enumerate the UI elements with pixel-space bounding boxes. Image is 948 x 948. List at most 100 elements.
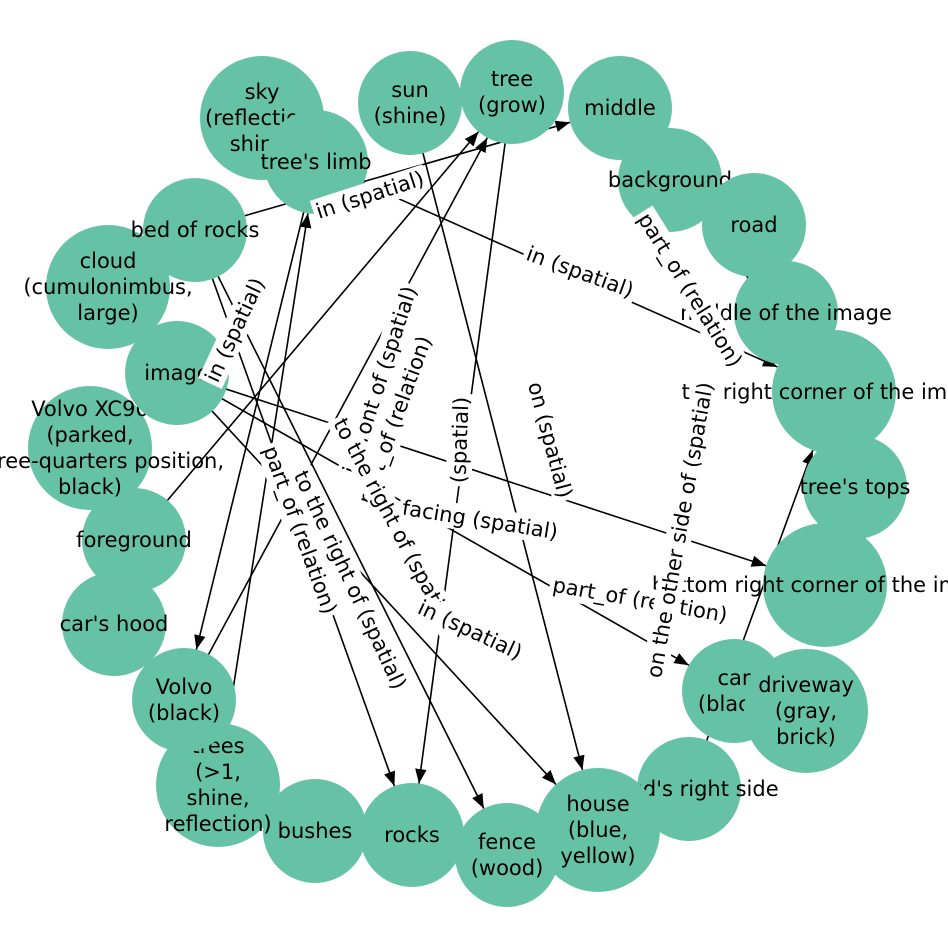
node-label: yellow) xyxy=(560,844,635,868)
node-background: background xyxy=(608,128,732,232)
node-label: tree xyxy=(491,67,533,91)
edge-label-bg xyxy=(629,205,750,375)
edge-label-bg xyxy=(640,377,720,683)
edge-label-bg xyxy=(410,593,530,667)
node-cloud: cloud(cumulonimbus,large) xyxy=(23,225,193,349)
node-circle xyxy=(46,225,170,349)
node-label: tree's tops xyxy=(800,475,911,499)
edge-labels-layer: in (spatial)in (spatial)part_of (relatio… xyxy=(198,164,750,697)
edge-label-bg xyxy=(521,376,579,504)
edge-foreground-tree xyxy=(133,131,480,541)
node-label: rocks xyxy=(384,823,440,847)
node-label: car's hood xyxy=(60,612,169,636)
node-bed_of_rocks: bed of rocks xyxy=(131,178,259,282)
node-label: sun xyxy=(391,78,429,102)
node-label: tree's limb xyxy=(260,150,371,174)
edge-label-bg xyxy=(255,439,344,621)
node-label: bottom right corner of the image xyxy=(652,573,948,597)
node-foreground: foreground xyxy=(76,488,192,592)
node-label: (shine) xyxy=(374,104,447,128)
node-circle xyxy=(62,572,166,676)
edge-label-bg xyxy=(445,393,475,487)
node-fence: fence(wood) xyxy=(455,803,559,907)
node-house: house(blue,yellow) xyxy=(536,768,660,892)
node-circle xyxy=(763,523,887,647)
node-label: road xyxy=(730,213,777,237)
node-label: Volvo XC90 xyxy=(31,397,149,421)
node-label: car xyxy=(717,666,750,690)
edge-label-text: in (spatial) xyxy=(414,595,526,664)
node-circle xyxy=(618,128,722,232)
edge-label-bg xyxy=(326,411,464,639)
node-label: black) xyxy=(58,475,122,499)
edge-trees_limb-volvo xyxy=(194,161,317,650)
node-label: reflection) xyxy=(164,812,271,836)
node-label: (parked, xyxy=(46,423,133,447)
edge-label: on the other side of (spatial) xyxy=(640,377,720,683)
node-label: fence xyxy=(478,830,536,854)
node-road: road xyxy=(702,173,806,277)
node-circle xyxy=(803,435,907,539)
node-circle xyxy=(156,723,280,847)
node-sun: sun(shine) xyxy=(358,51,462,155)
node-image: image xyxy=(125,321,229,425)
node-label: top right corner of the image xyxy=(682,380,948,404)
node-label: cloud xyxy=(80,249,137,273)
node-label: (wood) xyxy=(471,856,544,880)
node-rocks: rocks xyxy=(360,783,464,887)
node-label: (black) xyxy=(148,701,220,725)
edge-label: facing (spatial) xyxy=(397,494,563,546)
node-label: image xyxy=(144,361,209,385)
node-label: (cumulonimbus, xyxy=(23,275,192,299)
node-circle xyxy=(82,488,186,592)
node-circle xyxy=(744,649,868,773)
edge-label-bg xyxy=(547,571,733,630)
node-circle xyxy=(536,768,660,892)
edge-label: (spatial) xyxy=(445,393,475,487)
node-top_right: top right corner of the image xyxy=(682,330,948,454)
node-circle xyxy=(702,173,806,277)
node-label: background xyxy=(608,168,732,192)
edge-label: in (spatial) xyxy=(198,270,272,390)
nodes-layer: sky(reflection,shine)sun(shine)tree(grow… xyxy=(0,40,948,907)
edge-label-bg xyxy=(520,239,640,305)
edge-image-house xyxy=(176,372,557,785)
node-label: foreground xyxy=(76,528,192,552)
node-label: sky xyxy=(245,80,280,104)
node-cars_hood: car's hood xyxy=(60,572,169,676)
node-circle xyxy=(143,178,247,282)
node-circle xyxy=(460,40,564,144)
node-circle xyxy=(360,783,464,887)
node-trees_tops: tree's tops xyxy=(800,435,911,539)
edge-label-bg xyxy=(397,494,563,546)
edge-label-text: (spatial) xyxy=(447,396,474,483)
edge-label-text: on (spatial) xyxy=(523,379,577,500)
node-label: (>1, xyxy=(195,760,241,784)
node-driveway: driveway(gray,brick) xyxy=(744,649,868,773)
node-bushes: bushes xyxy=(263,779,367,883)
edge-label-bg xyxy=(286,463,414,697)
node-label: house xyxy=(566,792,629,816)
edge-sun-house xyxy=(409,102,585,771)
node-label: (gray, xyxy=(775,699,837,723)
edge-label-bg xyxy=(198,270,272,390)
node-circle xyxy=(125,321,229,425)
node-volvo: Volvo(black) xyxy=(132,648,236,752)
node-label: large) xyxy=(77,301,138,325)
node-circle xyxy=(455,803,559,907)
node-label: shine, xyxy=(187,786,250,810)
edge-label: in (spatial) xyxy=(410,593,530,667)
edge-label-text: in (spatial) xyxy=(200,274,269,386)
node-circle xyxy=(263,779,367,883)
node-label: a three-quarters position, xyxy=(0,449,224,473)
node-label: Volvo xyxy=(156,675,213,699)
node-tree: tree(grow) xyxy=(460,40,564,144)
node-circle xyxy=(264,110,368,214)
node-trees_limb: tree's limb xyxy=(260,110,372,214)
node-circle xyxy=(358,51,462,155)
node-circle xyxy=(637,737,741,841)
node-label: (grow) xyxy=(478,93,546,117)
edge-label-text: on the other side of (spatial) xyxy=(642,380,718,679)
